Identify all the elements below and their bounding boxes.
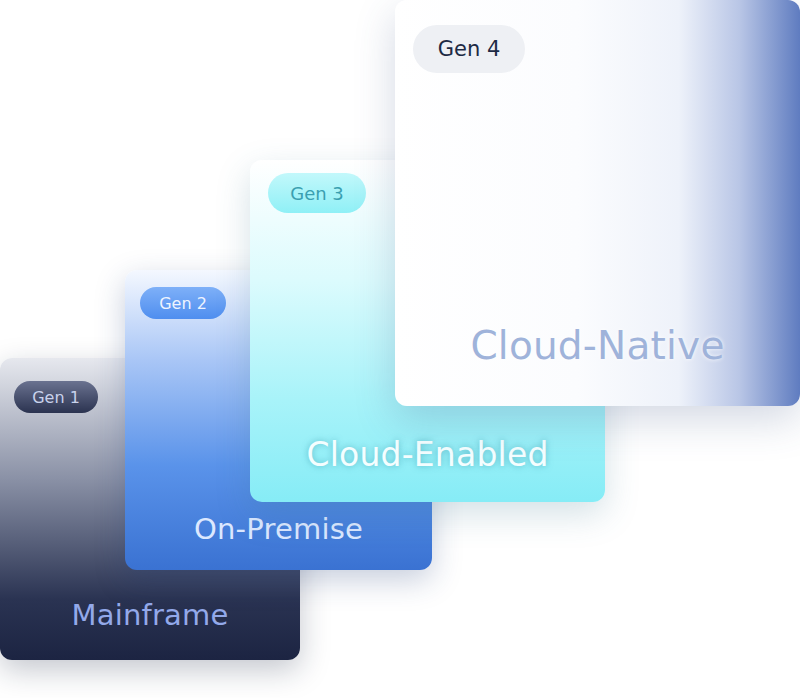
generation-tag: Gen 4	[413, 25, 525, 73]
generation-label: Gen 2	[159, 294, 207, 313]
generation-name: Cloud-Enabled	[250, 435, 605, 474]
generation-card: Cloud-Native Gen 4	[395, 0, 800, 406]
generation-label: Gen 3	[290, 183, 344, 204]
generation-name: Cloud-Native	[395, 323, 800, 368]
generation-name: On-Premise	[125, 512, 432, 546]
generation-tag: Gen 3	[268, 173, 366, 213]
generation-label: Gen 4	[438, 37, 501, 61]
generation-label: Gen 1	[32, 388, 80, 407]
generation-name: Mainframe	[0, 598, 300, 632]
generation-tag: Gen 1	[14, 381, 98, 413]
generation-tag: Gen 2	[140, 287, 226, 319]
